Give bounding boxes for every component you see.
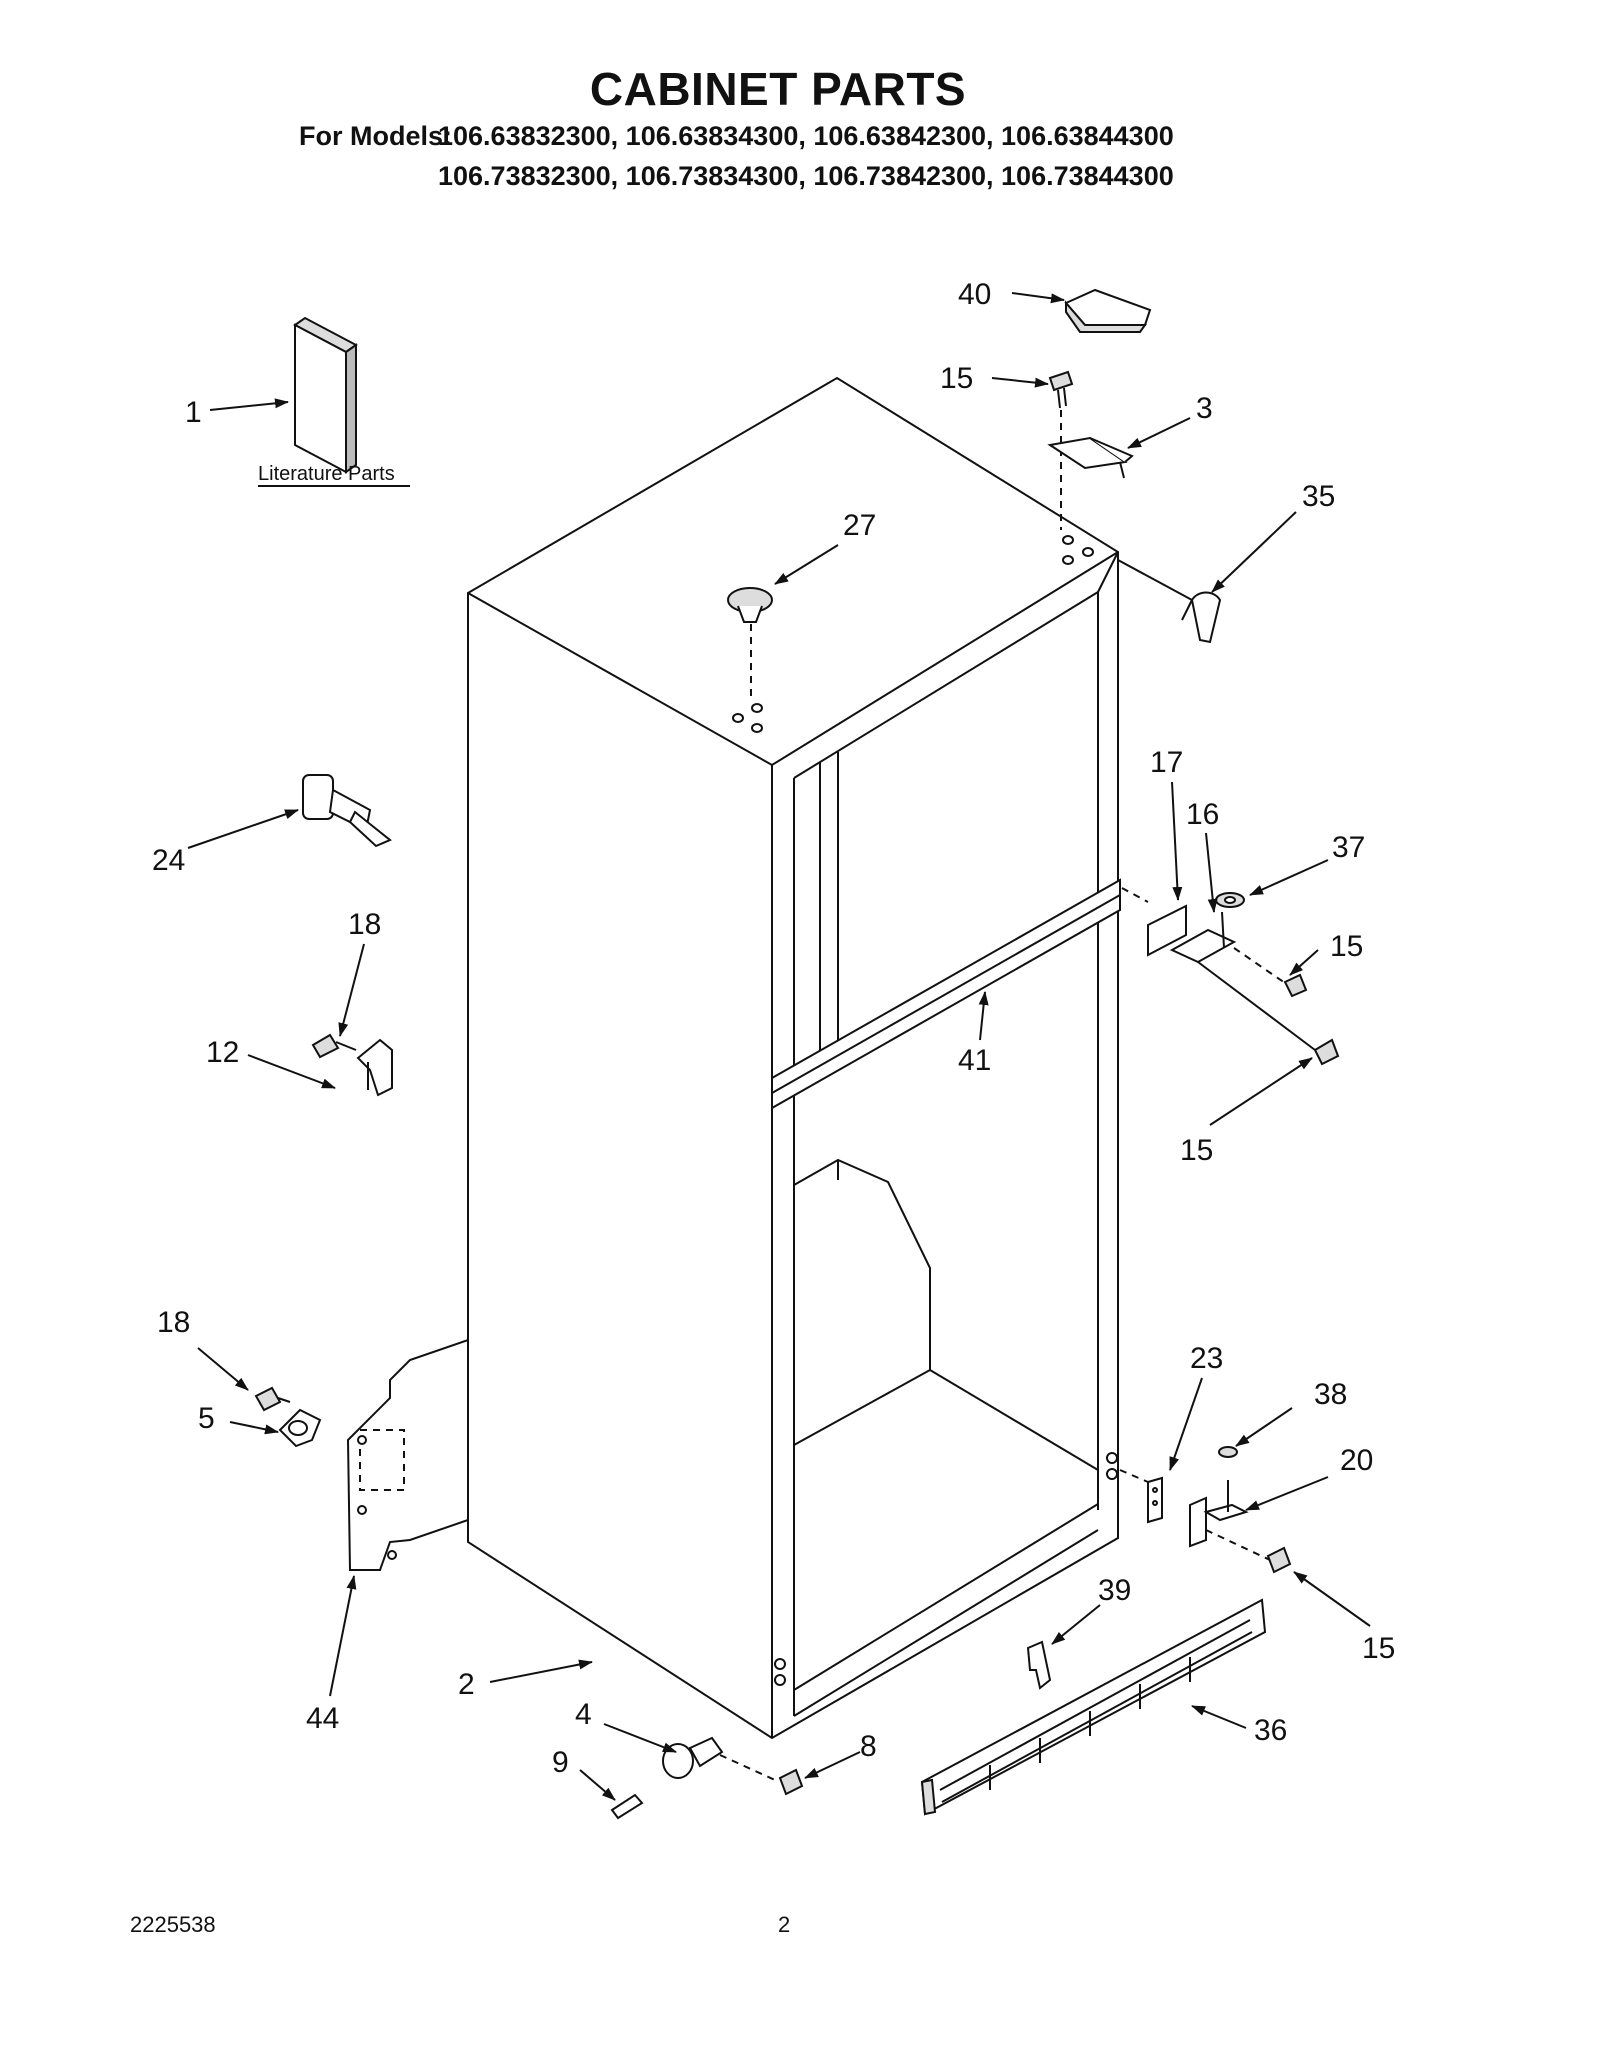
side-panel-bracket — [346, 1338, 469, 1571]
upper-left-bracket — [356, 1038, 393, 1097]
callout-44: 44 — [306, 1702, 339, 1735]
callout-1: 1 — [185, 396, 202, 429]
upper-left-screw — [311, 1033, 357, 1059]
callout-38: 38 — [1314, 1378, 1347, 1411]
models-label: For Models: — [299, 121, 452, 151]
document-number: 2225538 — [130, 1912, 216, 1937]
roller-pin — [610, 1793, 644, 1820]
literature-booklet — [258, 316, 410, 487]
callout-37: 37 — [1332, 831, 1365, 864]
callout-8: 8 — [860, 1730, 877, 1763]
callout-18-upper: 18 — [348, 908, 381, 941]
grille-clip — [1026, 1640, 1052, 1690]
callout-15-bottom: 15 — [1362, 1632, 1395, 1665]
callout-20: 20 — [1340, 1444, 1373, 1477]
callout-18-lower: 18 — [157, 1306, 190, 1339]
callout-4: 4 — [575, 1698, 592, 1731]
callout-5: 5 — [198, 1402, 215, 1435]
callout-12: 12 — [206, 1036, 239, 1069]
callout-39: 39 — [1098, 1574, 1131, 1607]
callout-36: 36 — [1254, 1714, 1287, 1747]
literature-parts-label: Literature Parts — [258, 463, 395, 485]
callout-3: 3 — [1196, 392, 1213, 425]
top-plug-part — [727, 587, 773, 700]
page-number: 2 — [778, 1912, 791, 1937]
cabinet-part — [467, 376, 1121, 1740]
callout-41: 41 — [958, 1044, 991, 1077]
hinge-pin-cover-part — [1117, 559, 1222, 644]
callout-23: 23 — [1190, 1342, 1223, 1375]
bottom-hinge-part — [1119, 1446, 1292, 1574]
leveling-roller — [662, 1736, 776, 1781]
bottom-hinge-shim — [1147, 1476, 1163, 1524]
callout-15-right-upper: 15 — [1330, 930, 1363, 963]
models-line-2: 106.73832300, 106.73834300, 106.73842300… — [438, 161, 1174, 191]
callout-17: 17 — [1150, 746, 1183, 779]
models-line-1: 106.63832300, 106.63834300, 106.63842300… — [438, 121, 1174, 151]
callout-15-right-lower: 15 — [1180, 1134, 1213, 1167]
callout-2: 2 — [458, 1668, 475, 1701]
lower-left-screw — [254, 1386, 291, 1412]
hinge-cover-part — [1064, 288, 1152, 333]
page-title: CABINET PARTS — [589, 63, 967, 115]
callout-24: 24 — [152, 844, 185, 877]
callout-9: 9 — [552, 1746, 569, 1779]
center-hinge-assembly — [1121, 887, 1340, 1066]
door-stop-pin-part — [302, 774, 392, 848]
top-hinge-part — [1047, 436, 1134, 479]
callout-35: 35 — [1302, 480, 1335, 513]
callout-40: 40 — [958, 278, 991, 311]
callout-arrows — [187, 292, 1371, 1801]
callout-15-top: 15 — [940, 362, 973, 395]
top-hinge-screw — [1048, 370, 1074, 530]
lower-left-clamp — [278, 1408, 322, 1448]
base-grille — [920, 1598, 1267, 1816]
callout-labels: 1 40 15 3 35 27 17 16 37 15 41 15 24 18 … — [152, 278, 1395, 1779]
callout-16: 16 — [1186, 798, 1219, 831]
callout-27: 27 — [843, 509, 876, 542]
roller-screw — [778, 1768, 804, 1796]
